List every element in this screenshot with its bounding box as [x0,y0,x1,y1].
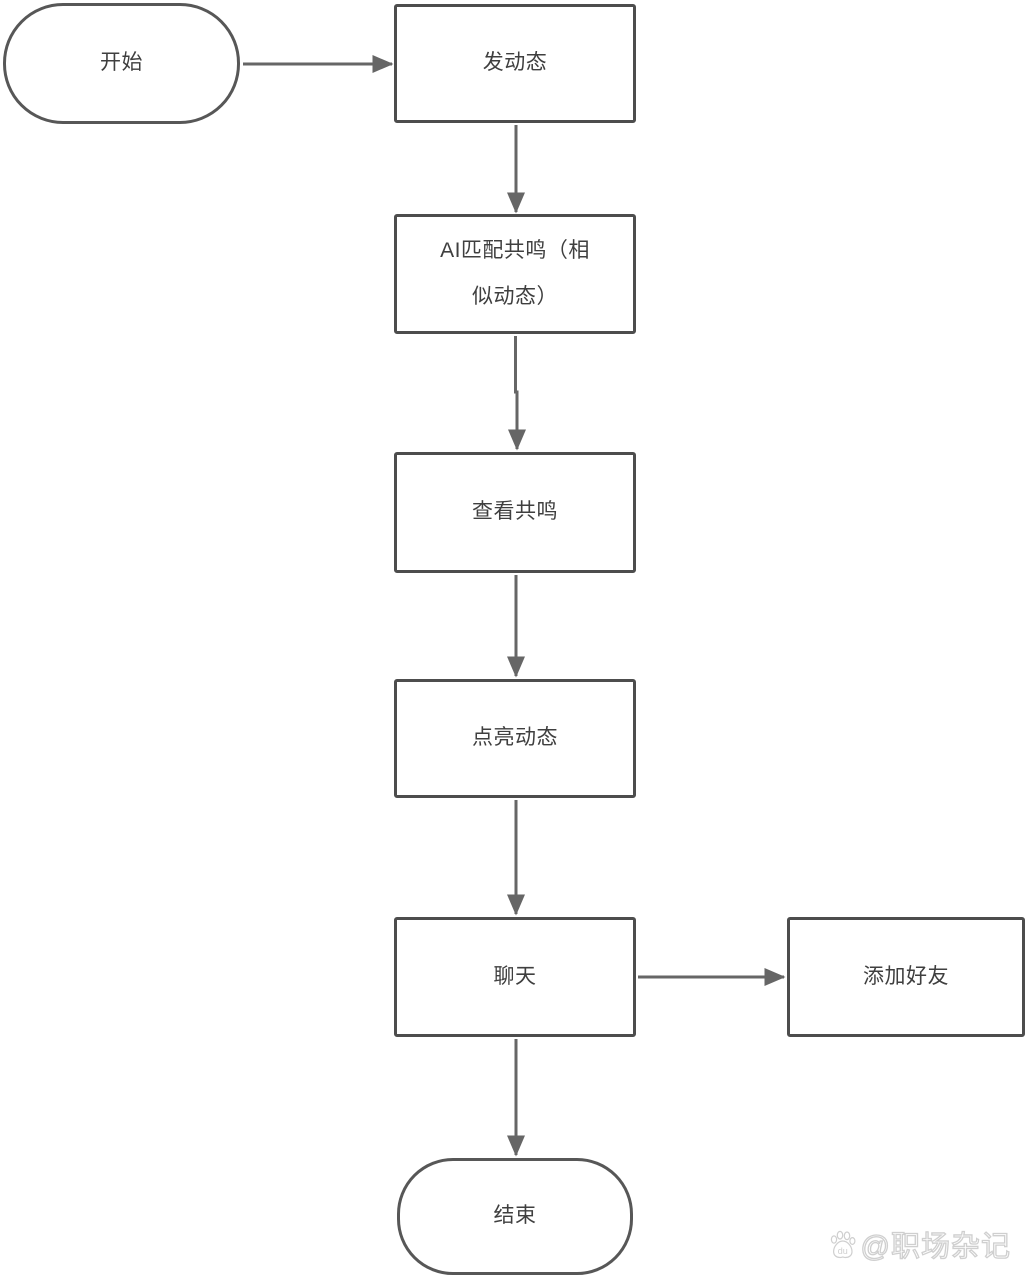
node-start: 开始 [3,3,240,124]
node-light-up-update-label: 点亮动态 [472,726,558,750]
watermark-handle: @职场杂记 [860,1230,1011,1263]
node-ai-match-resonance: AI匹配共鸣（相 似动态） [394,214,636,334]
paw-du-text: du [837,1246,847,1256]
node-ai-match-resonance-label: AI匹配共鸣（相 似动态） [440,238,590,308]
node-add-friend: 添加好友 [787,917,1025,1037]
node-view-resonance: 查看共鸣 [394,452,636,573]
node-end: 结束 [397,1158,633,1275]
paw-icon: du [830,1230,856,1258]
edge-ai-match-to-view [508,336,526,451]
node-view-resonance-label: 查看共鸣 [472,500,558,524]
node-end-label: 结束 [493,1204,537,1228]
node-light-up-update: 点亮动态 [394,679,636,798]
node-chat: 聊天 [394,917,636,1037]
node-add-friend-label: 添加好友 [863,964,949,988]
node-post-update: 发动态 [394,4,636,123]
watermark: du @职场杂记 [829,1223,1011,1265]
node-chat-label: 聊天 [493,964,537,988]
node-start-label: 开始 [100,51,143,75]
node-post-update-label: 发动态 [482,51,548,75]
